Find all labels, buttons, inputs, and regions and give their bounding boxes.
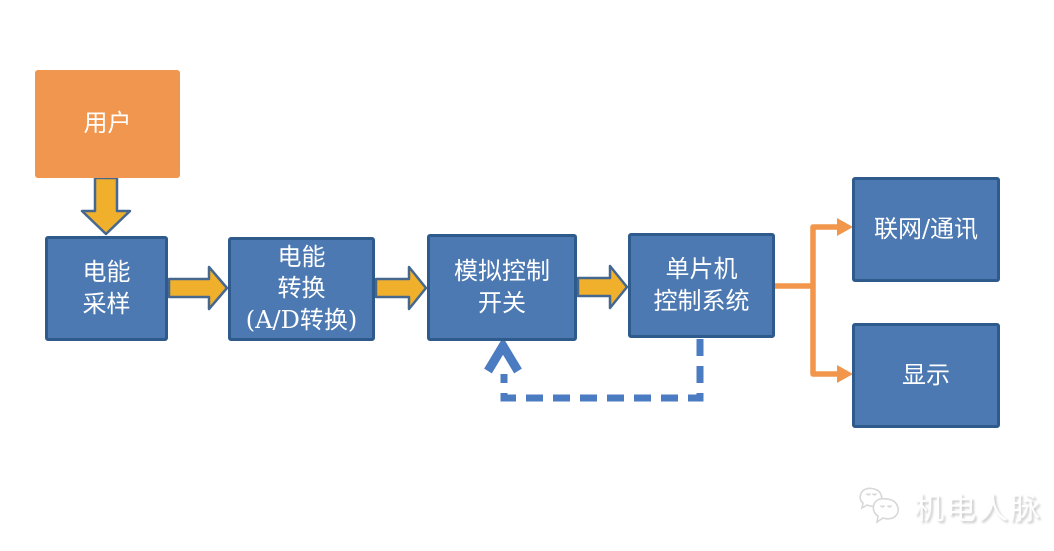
arrow-sampling-to-conversion-icon xyxy=(167,265,229,311)
node-user: 用户 xyxy=(35,70,180,178)
node-display-label: 显示 xyxy=(902,360,950,389)
node-network-label: 联网/通讯 xyxy=(873,214,979,243)
arrowhead-to-network-icon xyxy=(837,218,853,236)
feedback-dashed-line xyxy=(500,339,704,402)
node-conversion-label: (A/D转换) xyxy=(245,305,358,334)
node-mcu-label: 单片机 xyxy=(665,255,738,284)
node-conversion-label: 电能 xyxy=(277,243,326,272)
feedback-arrowhead-icon xyxy=(484,337,522,374)
node-sampling: 电能 采样 xyxy=(45,236,168,341)
node-user-label: 用户 xyxy=(83,109,132,138)
node-sampling-label: 电能 xyxy=(82,258,131,287)
wechat-bubbles-icon xyxy=(859,487,899,524)
connector-mcu-branch xyxy=(810,224,839,377)
watermark-text: 机电人脉 xyxy=(914,492,1042,527)
arrow-switch-to-mcu-icon xyxy=(576,264,629,310)
arrow-conversion-to-switch-icon xyxy=(374,265,428,311)
node-conversion: 电能 转换 (A/D转换) xyxy=(228,237,375,341)
node-conversion-label: 转换 xyxy=(277,274,326,303)
node-analog-switch-label: 模拟控制 xyxy=(454,257,550,286)
node-sampling-label: 采样 xyxy=(82,289,131,318)
arrow-user-to-sampling-icon xyxy=(80,176,132,236)
watermark: 机电人脉 xyxy=(856,480,1042,532)
node-analog-switch: 模拟控制 开关 xyxy=(427,234,577,341)
node-mcu-label: 控制系统 xyxy=(653,286,750,315)
node-analog-switch-label: 开关 xyxy=(478,288,526,317)
node-display: 显示 xyxy=(852,323,1000,428)
arrowhead-to-display-icon xyxy=(837,365,853,383)
node-mcu: 单片机 控制系统 xyxy=(628,233,775,338)
node-network: 联网/通讯 xyxy=(852,177,1000,282)
